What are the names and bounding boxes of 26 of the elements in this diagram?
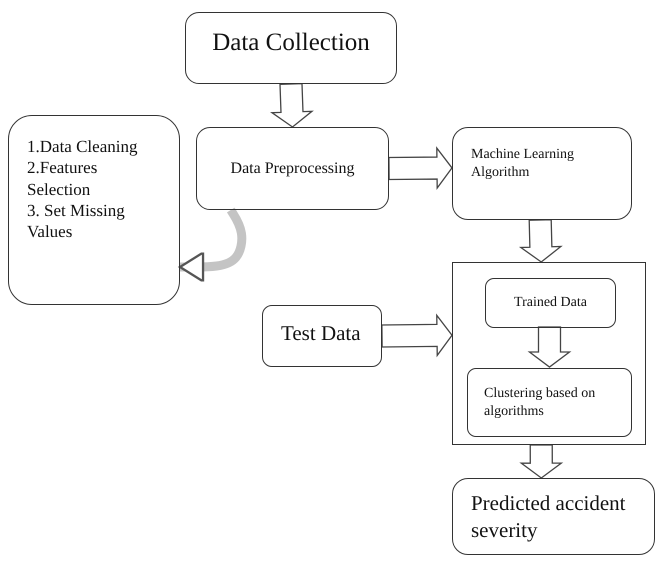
container-box bbox=[452, 262, 646, 445]
process-box bbox=[452, 478, 655, 555]
node-label: Predicted accident severity bbox=[471, 490, 627, 543]
process-box bbox=[485, 278, 616, 328]
block-arrow bbox=[270, 82, 314, 128]
node-label: Trained Data bbox=[513, 294, 588, 312]
node-label: Data Collection bbox=[211, 28, 371, 58]
node-label: Machine Learning Algorithm bbox=[471, 146, 576, 181]
node-label: Clustering based on algorithms bbox=[484, 385, 596, 420]
process-box bbox=[8, 115, 180, 305]
block-arrow bbox=[518, 219, 563, 263]
node-label: Test Data bbox=[281, 320, 362, 346]
block-arrow bbox=[519, 444, 564, 479]
block-arrow bbox=[528, 326, 572, 368]
node-label: 1.Data Cleaning bbox=[27, 136, 138, 158]
node-label: Data Preprocessing bbox=[230, 158, 356, 178]
process-box bbox=[452, 127, 632, 220]
node-label: 2.Features Selection bbox=[27, 157, 98, 200]
curved-arrow bbox=[178, 208, 246, 283]
process-box bbox=[467, 368, 632, 437]
process-box bbox=[262, 305, 382, 367]
node-label: 3. Set Missing Values bbox=[27, 200, 126, 242]
process-box bbox=[196, 127, 389, 210]
process-box bbox=[185, 12, 397, 84]
block-arrow bbox=[381, 313, 453, 358]
block-arrow bbox=[388, 146, 453, 190]
